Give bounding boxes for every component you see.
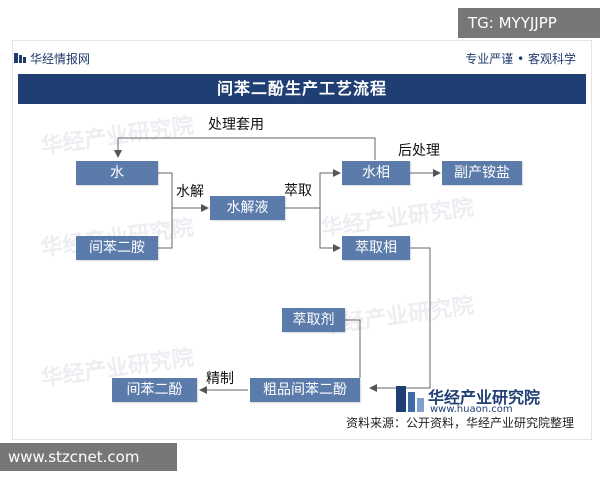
label-recycle: 处理套用 [208,117,264,133]
recycle-arrow [114,137,376,160]
to-extract-phase [319,208,341,252]
site-overlay-label: www.stzcnet.com [0,443,177,471]
source-note: 资料来源：公开资料，华经产业研究院整理 [345,414,574,431]
extract-down [369,247,431,392]
label-refining: 精制 [206,371,234,387]
label-hydrolysis: 水解 [176,184,204,200]
logo-name: 华经产业研究院 [428,388,541,407]
tg-overlay-label: TG: MYYJJPP [458,8,600,38]
brand-logo-icon [14,53,26,63]
node-water-phase: 水相 [342,161,410,185]
extractant-link [345,319,361,378]
page-title: 间苯二酚生产工艺流程 [18,74,586,104]
brand-motto: 专业严谨 • 客观科学 [465,52,576,66]
node-hydrolysate: 水解液 [210,196,285,220]
mpda-link [158,208,173,249]
node-extract-phase: 萃取相 [342,236,410,260]
to-water-phase [319,169,341,208]
node-water: 水 [76,161,158,185]
water-link [158,172,173,208]
brand-name: 华经情报网 [30,52,91,66]
label-post-treatment: 后处理 [398,143,440,159]
node-byproduct: 副产铵盐 [442,161,522,185]
logo-url: www.huaon.com [430,404,513,415]
node-mpda: 间苯二胺 [76,236,158,260]
huajing-logo-icon [396,386,424,412]
node-extractant: 萃取剂 [282,308,345,332]
node-crude: 粗品间苯二酚 [250,378,360,402]
node-product: 间苯二酚 [112,378,197,402]
label-extraction: 萃取 [284,183,312,199]
